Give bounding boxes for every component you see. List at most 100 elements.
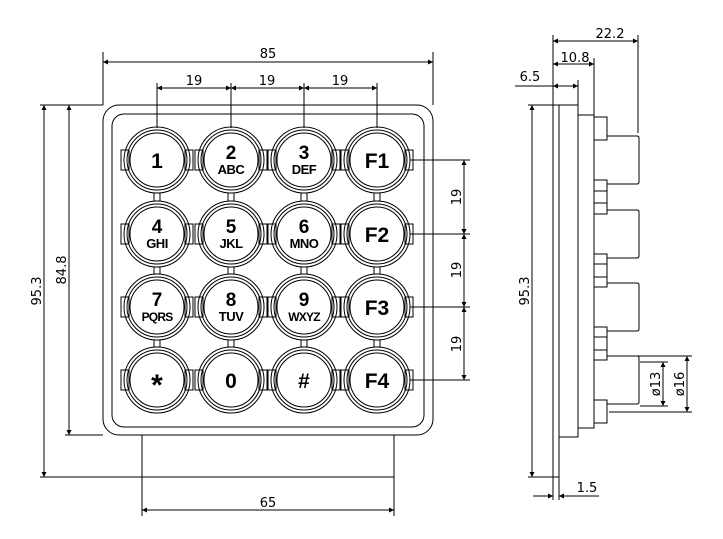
key-tab-right — [331, 369, 341, 391]
dim-label-vpitch-1: 19 — [450, 189, 465, 206]
key-1[interactable]: 1 — [120, 126, 194, 194]
key-bezel-outer — [123, 200, 191, 268]
key-tab-left — [340, 223, 350, 245]
key-bezel-mid — [200, 129, 262, 191]
key-cap — [276, 206, 332, 262]
key-hash[interactable]: # — [267, 346, 341, 414]
dim-label-pitch-3: 19 — [332, 74, 349, 89]
key-bezel-outer — [123, 346, 191, 414]
dim-key-pitch-horizontal: 19 19 19 — [156, 74, 378, 128]
key-bezel-mid — [273, 276, 335, 338]
base-body — [141, 434, 395, 478]
side-key-cap — [607, 355, 640, 405]
key-f4[interactable]: F4 — [340, 346, 414, 414]
side-view: 22.2 10.8 6.5 95.3 ø13 — [515, 27, 692, 500]
side-body — [559, 104, 579, 438]
key-connector — [300, 192, 308, 202]
dim-label-pitch-2: 19 — [259, 74, 276, 89]
key-bezel-outer — [270, 346, 338, 414]
key-tab-right — [258, 369, 268, 391]
dim-label-vpitch-3: 19 — [450, 336, 465, 353]
side-key-cap — [607, 209, 640, 259]
key-main-label: # — [298, 370, 310, 393]
side-key-carrier — [578, 114, 595, 429]
key-main-label: 8 — [226, 290, 237, 311]
dim-overall-width: 85 — [102, 47, 434, 105]
key-cap — [203, 279, 259, 335]
key-tab-right — [184, 149, 194, 171]
key-tab-left — [194, 369, 204, 391]
key-bezel-outer — [197, 273, 265, 341]
key-tab-left — [194, 296, 204, 318]
key-tab-left — [194, 149, 204, 171]
key-bezel-mid — [346, 349, 408, 411]
side-key-tab — [593, 190, 608, 215]
key-bezel-outer — [197, 200, 265, 268]
dim-label-65: 65 — [260, 496, 277, 511]
key-tab-left — [267, 223, 277, 245]
key-bezel-mid — [273, 129, 335, 191]
key-f2[interactable]: F2 — [340, 200, 414, 268]
key-connector — [227, 266, 235, 275]
key-tab-left — [340, 296, 350, 318]
key-sub-label: PQRS — [142, 310, 174, 324]
side-key-cap — [607, 135, 640, 185]
dim-label-6-5: 6.5 — [520, 70, 541, 85]
key-cap — [349, 206, 405, 262]
key-cap — [203, 132, 259, 188]
key-sub-label: ABC — [218, 162, 246, 177]
key-f3[interactable]: F3 — [340, 273, 414, 341]
key-cap — [129, 279, 185, 335]
key-cap — [129, 206, 185, 262]
dim-label-95-3: 95.3 — [30, 277, 45, 306]
key-main-label: F1 — [365, 150, 390, 173]
side-keys — [593, 116, 640, 424]
key-main-label: 4 — [152, 217, 163, 238]
dim-plate-thickness: 1.5 — [533, 477, 599, 500]
key-f1[interactable]: F1 — [340, 126, 414, 194]
key-bezel-mid — [273, 349, 335, 411]
key-bezel-mid — [273, 203, 335, 265]
dim-label-22-2: 22.2 — [596, 27, 625, 42]
key-bezel-mid — [200, 349, 262, 411]
key-bezel-mid — [346, 203, 408, 265]
side-key-tab — [593, 263, 608, 288]
key-tab-right — [184, 369, 194, 391]
key-cap — [203, 352, 259, 408]
key-star[interactable]: * — [120, 346, 194, 414]
key-tab-right — [184, 223, 194, 245]
key-connector — [373, 192, 381, 202]
key-bezel-mid — [126, 129, 188, 191]
key-bezel-mid — [346, 276, 408, 338]
dim-plate-depth: 6.5 — [515, 70, 579, 105]
key-cap — [349, 132, 405, 188]
key-main-label: F3 — [365, 297, 390, 320]
key-tab-left — [267, 149, 277, 171]
key-cap — [276, 279, 332, 335]
key-tab-right — [184, 296, 194, 318]
key-main-label: 6 — [299, 217, 310, 238]
dim-label-1-5: 1.5 — [577, 481, 598, 496]
key-main-label: 7 — [152, 290, 163, 311]
dim-overall-height: 95.3 — [30, 104, 142, 478]
key-0[interactable]: 0 — [194, 346, 268, 414]
key-connector — [227, 339, 235, 348]
key-tab-right — [331, 149, 341, 171]
dim-plate-height: 84.8 — [55, 105, 103, 436]
key-bezel-mid — [126, 349, 188, 411]
key-cap — [349, 279, 405, 335]
side-key-tab — [593, 253, 608, 278]
key-connector — [153, 266, 161, 275]
dim-base-width: 65 — [141, 477, 395, 516]
key-tab-right — [258, 223, 268, 245]
dim-label-dia-16: ø16 — [673, 372, 688, 397]
